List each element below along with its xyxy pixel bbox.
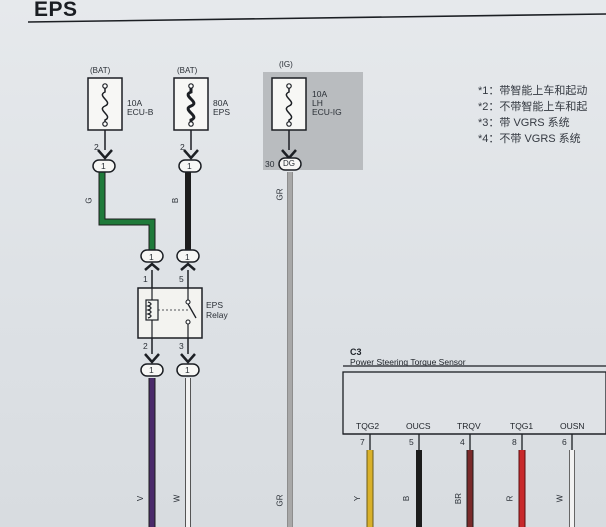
- wire-label-ig-top: GR: [275, 188, 285, 201]
- fuse-ig-ecu: [271, 77, 307, 150]
- sensor-wire-color-label: W: [555, 494, 565, 503]
- fuse-eps-source: (BAT): [177, 66, 198, 75]
- fuse-eps-connector: 1: [187, 161, 192, 171]
- fuse-eps: [173, 77, 209, 150]
- sensor-terminal-name: TQG1: [510, 421, 534, 431]
- connector-relay-in-left: [140, 249, 164, 288]
- relay-label-line2: Relay: [206, 310, 228, 320]
- fuse-ecu-b-pin: 2: [94, 142, 99, 152]
- sensor-terminal-name: TRQV: [457, 421, 481, 431]
- fuse-ig-pin: 30: [265, 159, 275, 169]
- sensor-terminal-pin: 7: [360, 437, 365, 447]
- sensor-c3-block: [342, 365, 606, 435]
- fuse-ig-rating: 10A: [312, 89, 328, 99]
- wire-label-relay-out-right: W: [172, 494, 182, 503]
- connector-relay-out-right: [176, 338, 200, 377]
- wire-label-relay-out-left: V: [136, 495, 146, 502]
- sensor-wire-color-label: Y: [353, 495, 363, 502]
- sensor-wire-color-label: B: [402, 495, 412, 502]
- fuse-ecu-b-name: ECU-B: [127, 107, 154, 117]
- sensor-wire-color-label: R: [505, 495, 515, 502]
- fuse-ecu-b-source: (BAT): [90, 66, 111, 75]
- sensor-terminal-name: OUSN: [560, 421, 585, 431]
- fuse-ig-name-line2: ECU-IG: [312, 107, 342, 117]
- sensor-terminal-pin: 5: [409, 437, 414, 447]
- relay-pin-in-right: 5: [179, 274, 184, 284]
- sensor-terminal-name: OUCS: [406, 421, 431, 431]
- sensor-terminal-pin: 8: [512, 437, 517, 447]
- relay-connector-in-left: 1: [149, 252, 154, 262]
- note-3: *3：带 VGRS 系统: [478, 117, 570, 129]
- fuse-eps-name: EPS: [213, 107, 231, 117]
- page-title: EPS: [34, 0, 78, 21]
- sensor-terminal-pin: 6: [562, 437, 567, 447]
- note-2: *2：不带智能上车和起: [478, 101, 588, 113]
- connector-relay-in-right: [176, 249, 200, 288]
- wire-label-eps: B: [171, 197, 181, 204]
- fuse-ecu-b: [87, 77, 123, 150]
- wire-label-ecu-b: G: [84, 197, 94, 204]
- fuse-eps-rating: 80A: [213, 98, 229, 108]
- header-rule: [27, 13, 606, 23]
- fuse-ecu-b-connector: 1: [101, 161, 106, 171]
- fuse-eps-pin: 2: [180, 142, 185, 152]
- wire-label-ig-bottom: GR: [275, 494, 285, 507]
- sensor-id: C3: [350, 347, 362, 357]
- connector-ecu-b-out: [92, 149, 116, 173]
- note-4: *4：不带 VGRS 系统: [478, 133, 581, 145]
- connector-relay-out-left: [140, 338, 164, 377]
- wire-ecu-b-green: [98, 168, 156, 250]
- sensor-terminal-name: TQG2: [356, 421, 380, 431]
- sensor-name: Power Steering Torque Sensor: [350, 357, 466, 367]
- note-1: *1：带智能上车和起动: [478, 85, 588, 97]
- fuse-ig-source: (IG): [279, 60, 293, 69]
- fuse-ig-name-line1: LH: [312, 98, 323, 108]
- relay-label-line1: EPS: [206, 300, 224, 310]
- relay-connector-in-right: 1: [185, 252, 190, 262]
- relay-pin-out-right: 3: [179, 341, 184, 351]
- relay-connector-out-left: 1: [149, 365, 154, 375]
- connector-ig-out: [278, 149, 302, 171]
- fuse-ig-connector: DG: [283, 159, 295, 168]
- relay-pin-in-left: 1: [143, 274, 148, 284]
- connector-eps-out: [178, 149, 202, 173]
- sensor-terminal-pin: 4: [460, 437, 465, 447]
- sensor-wire-color-label: BR: [454, 492, 464, 505]
- eps-relay: [137, 287, 203, 339]
- sensor-terminal-ticks: [369, 434, 573, 450]
- relay-connector-out-right: 1: [185, 365, 190, 375]
- fuse-ecu-b-rating: 10A: [127, 98, 143, 108]
- relay-pin-out-left: 2: [143, 341, 148, 351]
